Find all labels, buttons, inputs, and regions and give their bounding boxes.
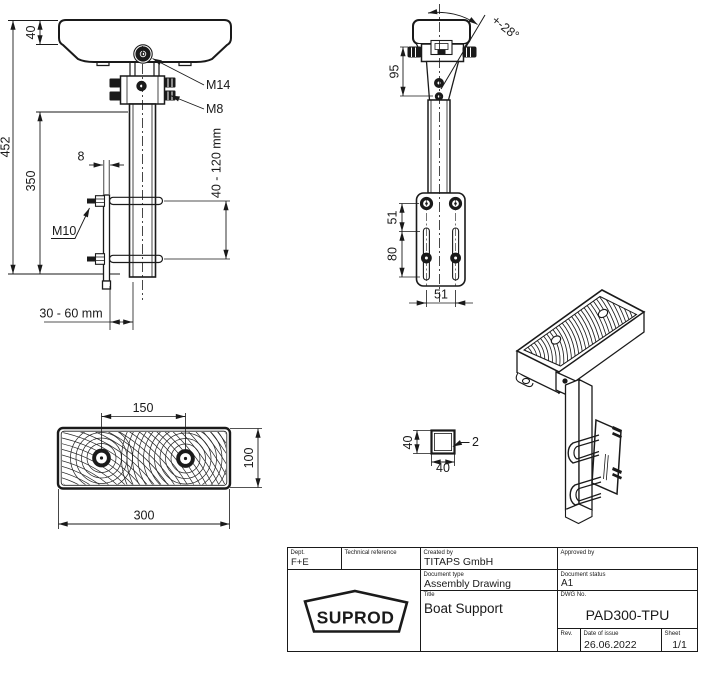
pad-texture	[70, 432, 133, 485]
m8-nut	[164, 77, 176, 88]
titleblock-dept-cell: Dept. F+E	[288, 548, 342, 570]
section-view: 40 40 2	[401, 429, 479, 475]
pad-top-outline	[56, 426, 232, 490]
bracket-neck	[129, 62, 160, 76]
iso-ubolt-lower	[569, 476, 602, 506]
m10-nut	[94, 253, 106, 265]
m10-thread	[87, 256, 98, 262]
document-status-value: A1	[561, 578, 574, 590]
sheet-value: 1/1	[672, 639, 687, 652]
title-label: Title	[423, 592, 435, 598]
titleblock-dwg-cell: DWG No. PAD300-TPU	[558, 591, 697, 629]
dept-label: Dept.	[290, 549, 305, 556]
iso-ubolt-upper	[567, 434, 600, 464]
m10-thread	[87, 198, 98, 204]
top-view: 150 100 300	[56, 401, 262, 529]
dim-wall-thickness: 2	[472, 435, 479, 449]
titleblock-techref-cell: Technical reference	[342, 548, 421, 570]
document-type-label: Document type	[423, 571, 464, 578]
dim-80: 80	[386, 247, 400, 261]
titleblock-createdby-cell: Created by TITAPS GmbH	[421, 548, 558, 570]
suprod-logo: SUPROD	[303, 589, 409, 633]
drawing-views: 452 40 350 8 M10 30 - 60 mm 40 - 120 mm …	[0, 4, 646, 529]
front-view: 452 40 350 8 M10 30 - 60 mm 40 - 120 mm …	[0, 19, 232, 330]
label-m10: M10	[52, 224, 76, 238]
titleblock-rev-cell: Rev.	[558, 629, 581, 651]
m8-bolt-head	[109, 91, 121, 101]
date-of-issue-value: 26.06.2022	[584, 639, 637, 652]
dim-150: 150	[133, 401, 154, 415]
tube-outer	[430, 429, 456, 455]
titleblock-doctype-cell: Document type Assembly Drawing	[421, 570, 558, 591]
logo-text: SUPROD	[317, 608, 395, 628]
created-by-label: Created by	[423, 549, 453, 556]
created-by-value: TITAPS GmbH	[424, 556, 494, 569]
rev-label: Rev.	[560, 630, 573, 637]
angle-arc	[427, 9, 478, 25]
label-m8: M8	[206, 102, 223, 116]
titleblock-sheet-cell: Sheet 1/1	[662, 629, 697, 652]
pad-bosses	[96, 62, 192, 67]
dim-100: 100	[242, 448, 256, 469]
approved-by-label: Approved by	[560, 549, 595, 556]
dwg-no-label: DWG No.	[560, 592, 587, 598]
dim-95: 95	[388, 65, 402, 79]
title-block: Dept. F+E Technical reference Created by…	[287, 547, 698, 652]
iso-stud	[612, 467, 622, 474]
u-bolt-lower	[108, 254, 164, 264]
dim-ubolt-spacing: 40 - 120 mm	[210, 128, 224, 198]
titleblock-date-cell: Date of issue 26.06.2022	[581, 629, 662, 651]
dim-pad-height: 40	[24, 26, 38, 40]
title-value: Boat Support	[424, 600, 503, 616]
dim-51-horizontal: 51	[434, 288, 448, 302]
iso-pad-hole	[550, 335, 562, 345]
iso-pad-hole	[597, 308, 609, 319]
dept-value: F+E	[291, 557, 309, 569]
dim-40-vert: 40	[401, 436, 415, 450]
dim-350: 350	[24, 171, 38, 192]
label-m14: M14	[206, 78, 230, 92]
document-status-label: Document status	[560, 571, 606, 578]
dim-clamp-range: 30 - 60 mm	[39, 307, 102, 321]
dim-plate-thickness: 8	[78, 150, 85, 164]
m8-nut	[164, 90, 176, 101]
side-view: +-28° 95 51 80 51	[386, 4, 522, 307]
titleblock-docstatus-cell: Document status A1	[558, 570, 697, 591]
dim-300: 300	[134, 509, 155, 523]
m10-nut	[94, 195, 106, 207]
dim-452: 452	[0, 137, 13, 158]
pad-front-outline	[58, 19, 232, 63]
titleblock-title-cell: Title Boat Support	[421, 590, 558, 651]
u-bolt-upper	[108, 196, 164, 206]
isometric-view	[515, 289, 646, 525]
sheet-label: Sheet	[664, 630, 681, 637]
logo-pentagon	[303, 589, 409, 633]
document-type-value: Assembly Drawing	[424, 578, 511, 591]
side-bolt	[462, 46, 477, 58]
iso-stud	[612, 426, 622, 433]
titleblock-approvedby-cell: Approved by	[558, 548, 697, 570]
dim-tilt-angle: +-28°	[489, 13, 522, 43]
dwg-no-value: PAD300-TPU	[585, 606, 670, 623]
titleblock-logo-cell: SUPROD	[288, 570, 421, 651]
clamp-plate-front	[102, 194, 111, 282]
m8-bolt-head	[109, 78, 121, 88]
tube-inner	[433, 432, 452, 451]
dim-51-vertical: 51	[386, 211, 400, 225]
side-bolt	[407, 46, 422, 58]
technical-reference-label: Technical reference	[344, 549, 397, 556]
date-of-issue-label: Date of issue	[583, 630, 619, 637]
dim-40-horiz: 40	[436, 461, 450, 475]
